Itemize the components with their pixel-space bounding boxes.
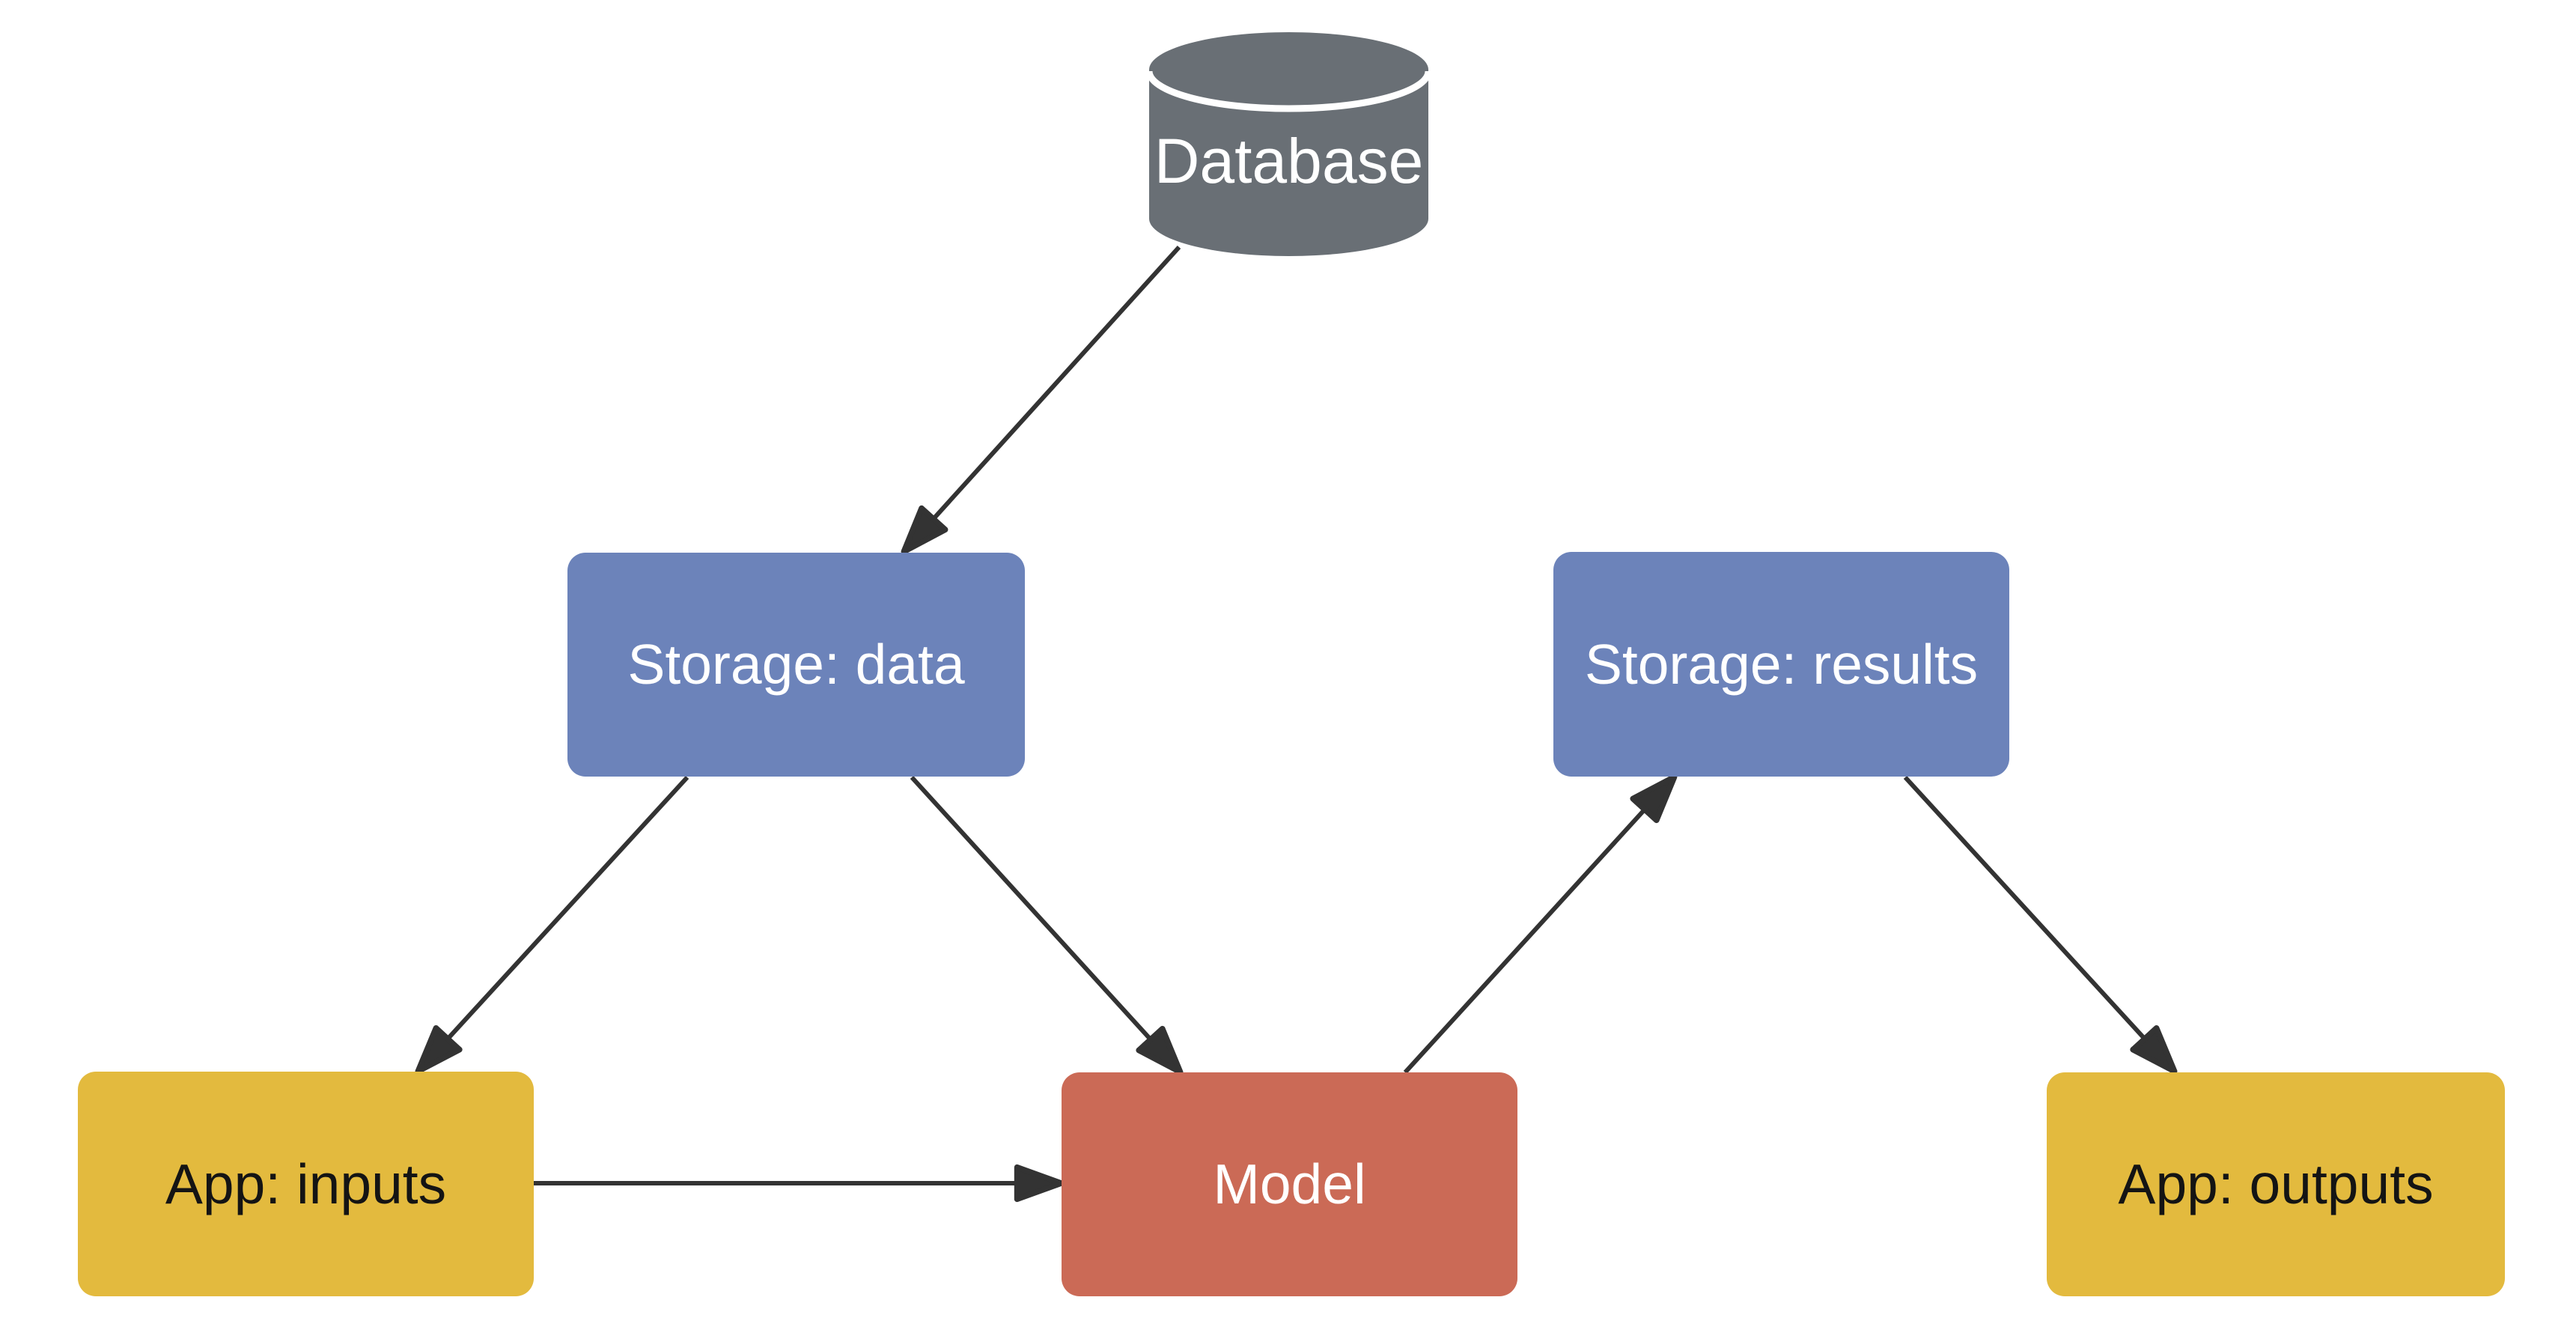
database-cylinder-body bbox=[1149, 32, 1428, 256]
database-cylinder-icon bbox=[1145, 32, 1432, 256]
node-app-outputs: App: outputs bbox=[2047, 1072, 2505, 1296]
arrow-storage-results-to-app-outputs bbox=[1903, 775, 2175, 1072]
arrow-model-to-storage-results bbox=[1403, 777, 1675, 1075]
node-label: Model bbox=[1213, 1153, 1366, 1216]
arrow-storage-data-to-model bbox=[910, 775, 1181, 1072]
node-model: Model bbox=[1062, 1072, 1517, 1296]
node-label: Database bbox=[1154, 125, 1424, 196]
node-label: App: inputs bbox=[165, 1152, 447, 1215]
database-cylinder-lid-line bbox=[1145, 70, 1432, 112]
arrow-database-to-storage-data bbox=[904, 245, 1181, 552]
arrow-storage-data-to-app-inputs bbox=[418, 775, 689, 1072]
node-app-inputs: App: inputs bbox=[78, 1072, 534, 1296]
node-label: Storage: results bbox=[1584, 632, 1979, 696]
node-database-label: Database bbox=[1149, 97, 1428, 225]
node-label: Storage: data bbox=[627, 633, 965, 696]
node-label: App: outputs bbox=[2118, 1153, 2434, 1216]
node-storage-data: Storage: data bbox=[567, 553, 1025, 777]
node-storage-results: Storage: results bbox=[1553, 552, 2009, 777]
